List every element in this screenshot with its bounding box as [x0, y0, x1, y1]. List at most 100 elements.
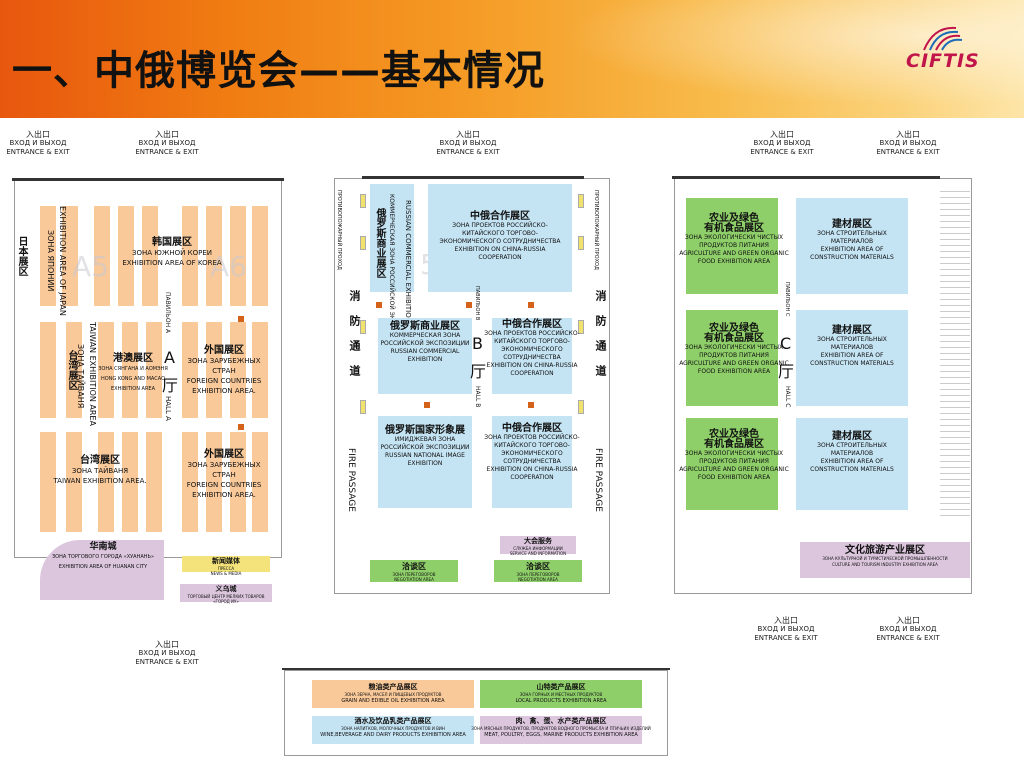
entrance-label-cn: 入出口	[896, 130, 920, 139]
japan-zone-ru: ЗОНА ЯПОНИИ	[46, 230, 55, 292]
agri-2-cn-line1: 农业及绿色	[709, 323, 759, 334]
entrance-exit-c-top-right: 入出口 ВХОД И ВЫХОД ENTRANCE & EXIT	[876, 130, 940, 157]
negotiation-1-cn: 洽谈区	[402, 562, 426, 571]
door-marker	[578, 400, 584, 414]
stall-column	[40, 432, 56, 532]
build-1-ru: ЗОНА СТРОИТЕЛЬНЫХ МАТЕРИАЛОВ	[817, 230, 887, 245]
yiwu-zone-cn: 义乌城	[215, 585, 237, 593]
japan-zone-en: EXHIBITION AREA OF JAPAN	[58, 206, 67, 316]
yiwu-zone-ru: ТОРГОВЫЙ ЦЕНТР МЕЛКИХ ТОВАРОВ «ГОРОД ИУ»	[187, 594, 265, 604]
taiwan-vertical-en: TAIWAN EXHIBITION AREA	[88, 322, 97, 426]
media-zone-cn: 新闻媒体	[212, 557, 240, 565]
stall-column	[230, 432, 246, 532]
agri-zone-1	[686, 198, 778, 294]
taiwan-vertical-ru: ЗОНА ТАЙВАНЯ	[76, 344, 85, 409]
meat-cn: 肉、禽、蛋、水产类产品展区	[515, 717, 607, 725]
hkmo-zone-en: HONG KONG AND MACAO EXHIBITION AREA	[100, 376, 166, 392]
huanan-zone-label: 华南城 ЗОНА ТОРГОВОГО ГОРОДА «ХУАНАНЬ» EXHI…	[44, 542, 162, 572]
korea-zone-ru: ЗОНА ЮЖНОЙ КОРЕИ	[132, 249, 212, 257]
agri-1-en: AGRICULTURE AND GREEN ORGANIC FOOD EXHIB…	[679, 250, 789, 265]
foreign-zone-1-label: 外国展区 ЗОНА ЗАРУБЕЖНЫХ СТРАН FOREIGN COUNT…	[180, 346, 268, 396]
russian-commercial-vertical-ru: КОММЕРЧЕСКАЯ ЗОНА РОССИЙСКОЙ ЭКСПОЗИЦИИ	[388, 194, 395, 356]
agri-3-en: AGRICULTURE AND GREEN ORGANIC FOOD EXHIB…	[679, 466, 789, 481]
russian-commercial-ru: КОММЕРЧЕСКАЯ ЗОНА РОССИЙСКОЙ ЭКСПОЗИЦИИ	[380, 332, 470, 347]
entrance-label-en: ENTRANCE & EXIT	[750, 148, 814, 156]
fire-passage-left-ru: ПРОТИВОПОЖАРНЫЙ ПРОХОД	[336, 190, 342, 270]
stall-column	[146, 322, 162, 418]
entrance-label-cn: 入出口	[896, 616, 920, 625]
media-zone-ru: ПРЕССА	[217, 566, 235, 571]
coop-zone-3-cn: 中俄合作展区	[502, 423, 562, 434]
service-zone-cn: 大会服务	[524, 537, 552, 545]
coop-zone-1-cn: 中俄合作展区	[470, 211, 530, 222]
stall-column	[98, 322, 114, 418]
entrance-label-en: ENTRANCE & EXIT	[6, 148, 70, 156]
russian-commercial-vertical-cn: 俄罗斯商业展区	[374, 208, 385, 278]
agri-zone-3-label: 农业及绿色 有机食品展区 ЗОНА ЭКОЛОГИЧЕСКИ ЧИСТЫХ ПР…	[672, 430, 796, 482]
ciftis-logo: CIFTIS	[904, 26, 984, 78]
local-cn: 山特类产品展区	[536, 683, 586, 691]
build-zone-2-label: 建材展区 ЗОНА СТРОИТЕЛЬНЫХ МАТЕРИАЛОВ EXHIBI…	[796, 326, 908, 368]
culture-tourism-zone	[800, 542, 970, 578]
hall-a-pavilion-ru: ПАВИЛЬОН A	[164, 292, 171, 334]
header-banner: 一、中俄博览会——基本情况 CIFTIS	[0, 0, 1024, 118]
fire-passage-left-cn: 消防通道	[348, 290, 361, 390]
agri-2-en: AGRICULTURE AND GREEN ORGANIC FOOD EXHIB…	[679, 360, 789, 375]
entrance-label-ru: ВХОД И ВЫХОД	[879, 625, 937, 633]
taiwan-zone-ru: ЗОНА ТАЙВАНЯ	[71, 467, 129, 475]
negotiation-2-en: NEGOTIATION AREA	[518, 577, 558, 582]
grain-cn: 粮油类产品展区	[368, 683, 418, 691]
stall-column	[122, 432, 138, 532]
local-ru: ЗОНА ГОРНЫХ И МЕСТНЫХ ПРОДУКТОВ	[519, 692, 603, 697]
hall-b-pavilion-ru: ПАВИЛЬОН B	[474, 286, 480, 321]
russian-commercial-en: RUSSIAN COMMERCIAL EXHIBITION	[390, 348, 460, 363]
hall-b-en: HALL B	[474, 386, 481, 408]
fire-passage-right-ru: ПРОТИВОПОЖАРНЫЙ ПРОХОД	[593, 190, 599, 270]
hall-c-ting: 厅	[778, 362, 795, 381]
logo-swoosh-icon	[923, 26, 963, 51]
hall-a-watermark-a6: A6	[210, 250, 247, 283]
service-zone-label: 大会服务 СЛУЖБА ИНФОРМАЦИИ SERVICE AND INFOR…	[500, 536, 576, 556]
meat-zone-label: 肉、禽、蛋、水产类产品展区 ЗОНА МЯСНЫХ ПРОДУКТОВ, ПРО…	[470, 716, 652, 738]
coop-zone-2	[492, 318, 572, 394]
foreign-zone-2-ru: ЗОНА ЗАРУБЕЖНЫХ СТРАН	[187, 461, 261, 479]
hall-b-letter: B	[472, 334, 483, 353]
build-2-cn: 建材展区	[832, 325, 872, 336]
negotiation-zone-2	[494, 560, 582, 582]
local-en: LOCAL PRODUCTS EXHIBITION AREA	[515, 698, 607, 704]
stall-column	[62, 206, 78, 306]
foreign-zone-1-en: FOREIGN COUNTRIES EXHIBITION AREA.	[186, 377, 262, 395]
agri-zone-1-label: 农业及绿色 有机食品展区 ЗОНА ЭКОЛОГИЧЕСКИ ЧИСТЫХ ПР…	[672, 214, 796, 266]
wine-en: WINE,BEVERAGE AND DAIRY PRODUCTS EXHIBIT…	[320, 732, 466, 738]
meat-zone	[480, 716, 642, 744]
local-zone	[480, 680, 642, 708]
coop-zone-1	[428, 184, 572, 292]
grain-ru: ЗОНА ЗЕРНА, МАСЕЛ И ПИЩЕВЫХ ПРОДУКТОВ	[344, 692, 442, 697]
meat-en: MEAT, POULTRY, EGGS, MARINE PRODUCTS EXH…	[484, 732, 638, 738]
taiwan-vertical-cn: 台湾展区	[66, 350, 77, 390]
entrance-exit-c-bottom-right: 入出口 ВХОД И ВЫХОД ENTRANCE & EXIT	[876, 616, 940, 643]
korea-zone-en: EXHIBITION AREA OF KOREA	[122, 259, 222, 267]
booth-marker	[466, 302, 472, 308]
stall-column	[122, 322, 138, 418]
huanan-city-zone	[40, 540, 164, 600]
hkmo-zone-cn: 港澳展区	[113, 353, 153, 364]
hall-a-watermark-a5: A5	[72, 250, 109, 283]
service-zone	[500, 536, 576, 554]
media-zone-label: 新闻媒体 ПРЕССА NEWS & MEDIA	[182, 556, 270, 576]
build-2-en: EXHIBITION AREA OF CONSTRUCTION MATERIAL…	[810, 352, 894, 367]
stall-column	[94, 206, 110, 306]
huanan-zone-cn: 华南城	[89, 542, 117, 552]
stall-column	[66, 322, 82, 418]
build-zone-1	[796, 198, 908, 294]
coop-zone-3-ru: ЗОНА ПРОЕКТОВ РОССИЙСКО-КИТАЙСКОГО ТОРГО…	[484, 434, 580, 465]
national-image-en: RUSSIAN NATIONAL IMAGE EXHIBITION	[385, 452, 465, 467]
hall-a-letter: A	[164, 348, 175, 367]
stall-column	[182, 432, 198, 532]
hall-c-en: HALL C	[784, 386, 791, 408]
negotiation-1-en: NEGOTIATION AREA	[394, 577, 434, 582]
hall-b-top-wall	[362, 176, 584, 179]
logo-text: CIFTIS	[906, 50, 980, 72]
agri-zone-2-label: 农业及绿色 有机食品展区 ЗОНА ЭКОЛОГИЧЕСКИ ЧИСТЫХ ПР…	[672, 324, 796, 376]
huanan-zone-en: EXHIBITION AREA OF HUANAN CITY	[58, 564, 148, 570]
